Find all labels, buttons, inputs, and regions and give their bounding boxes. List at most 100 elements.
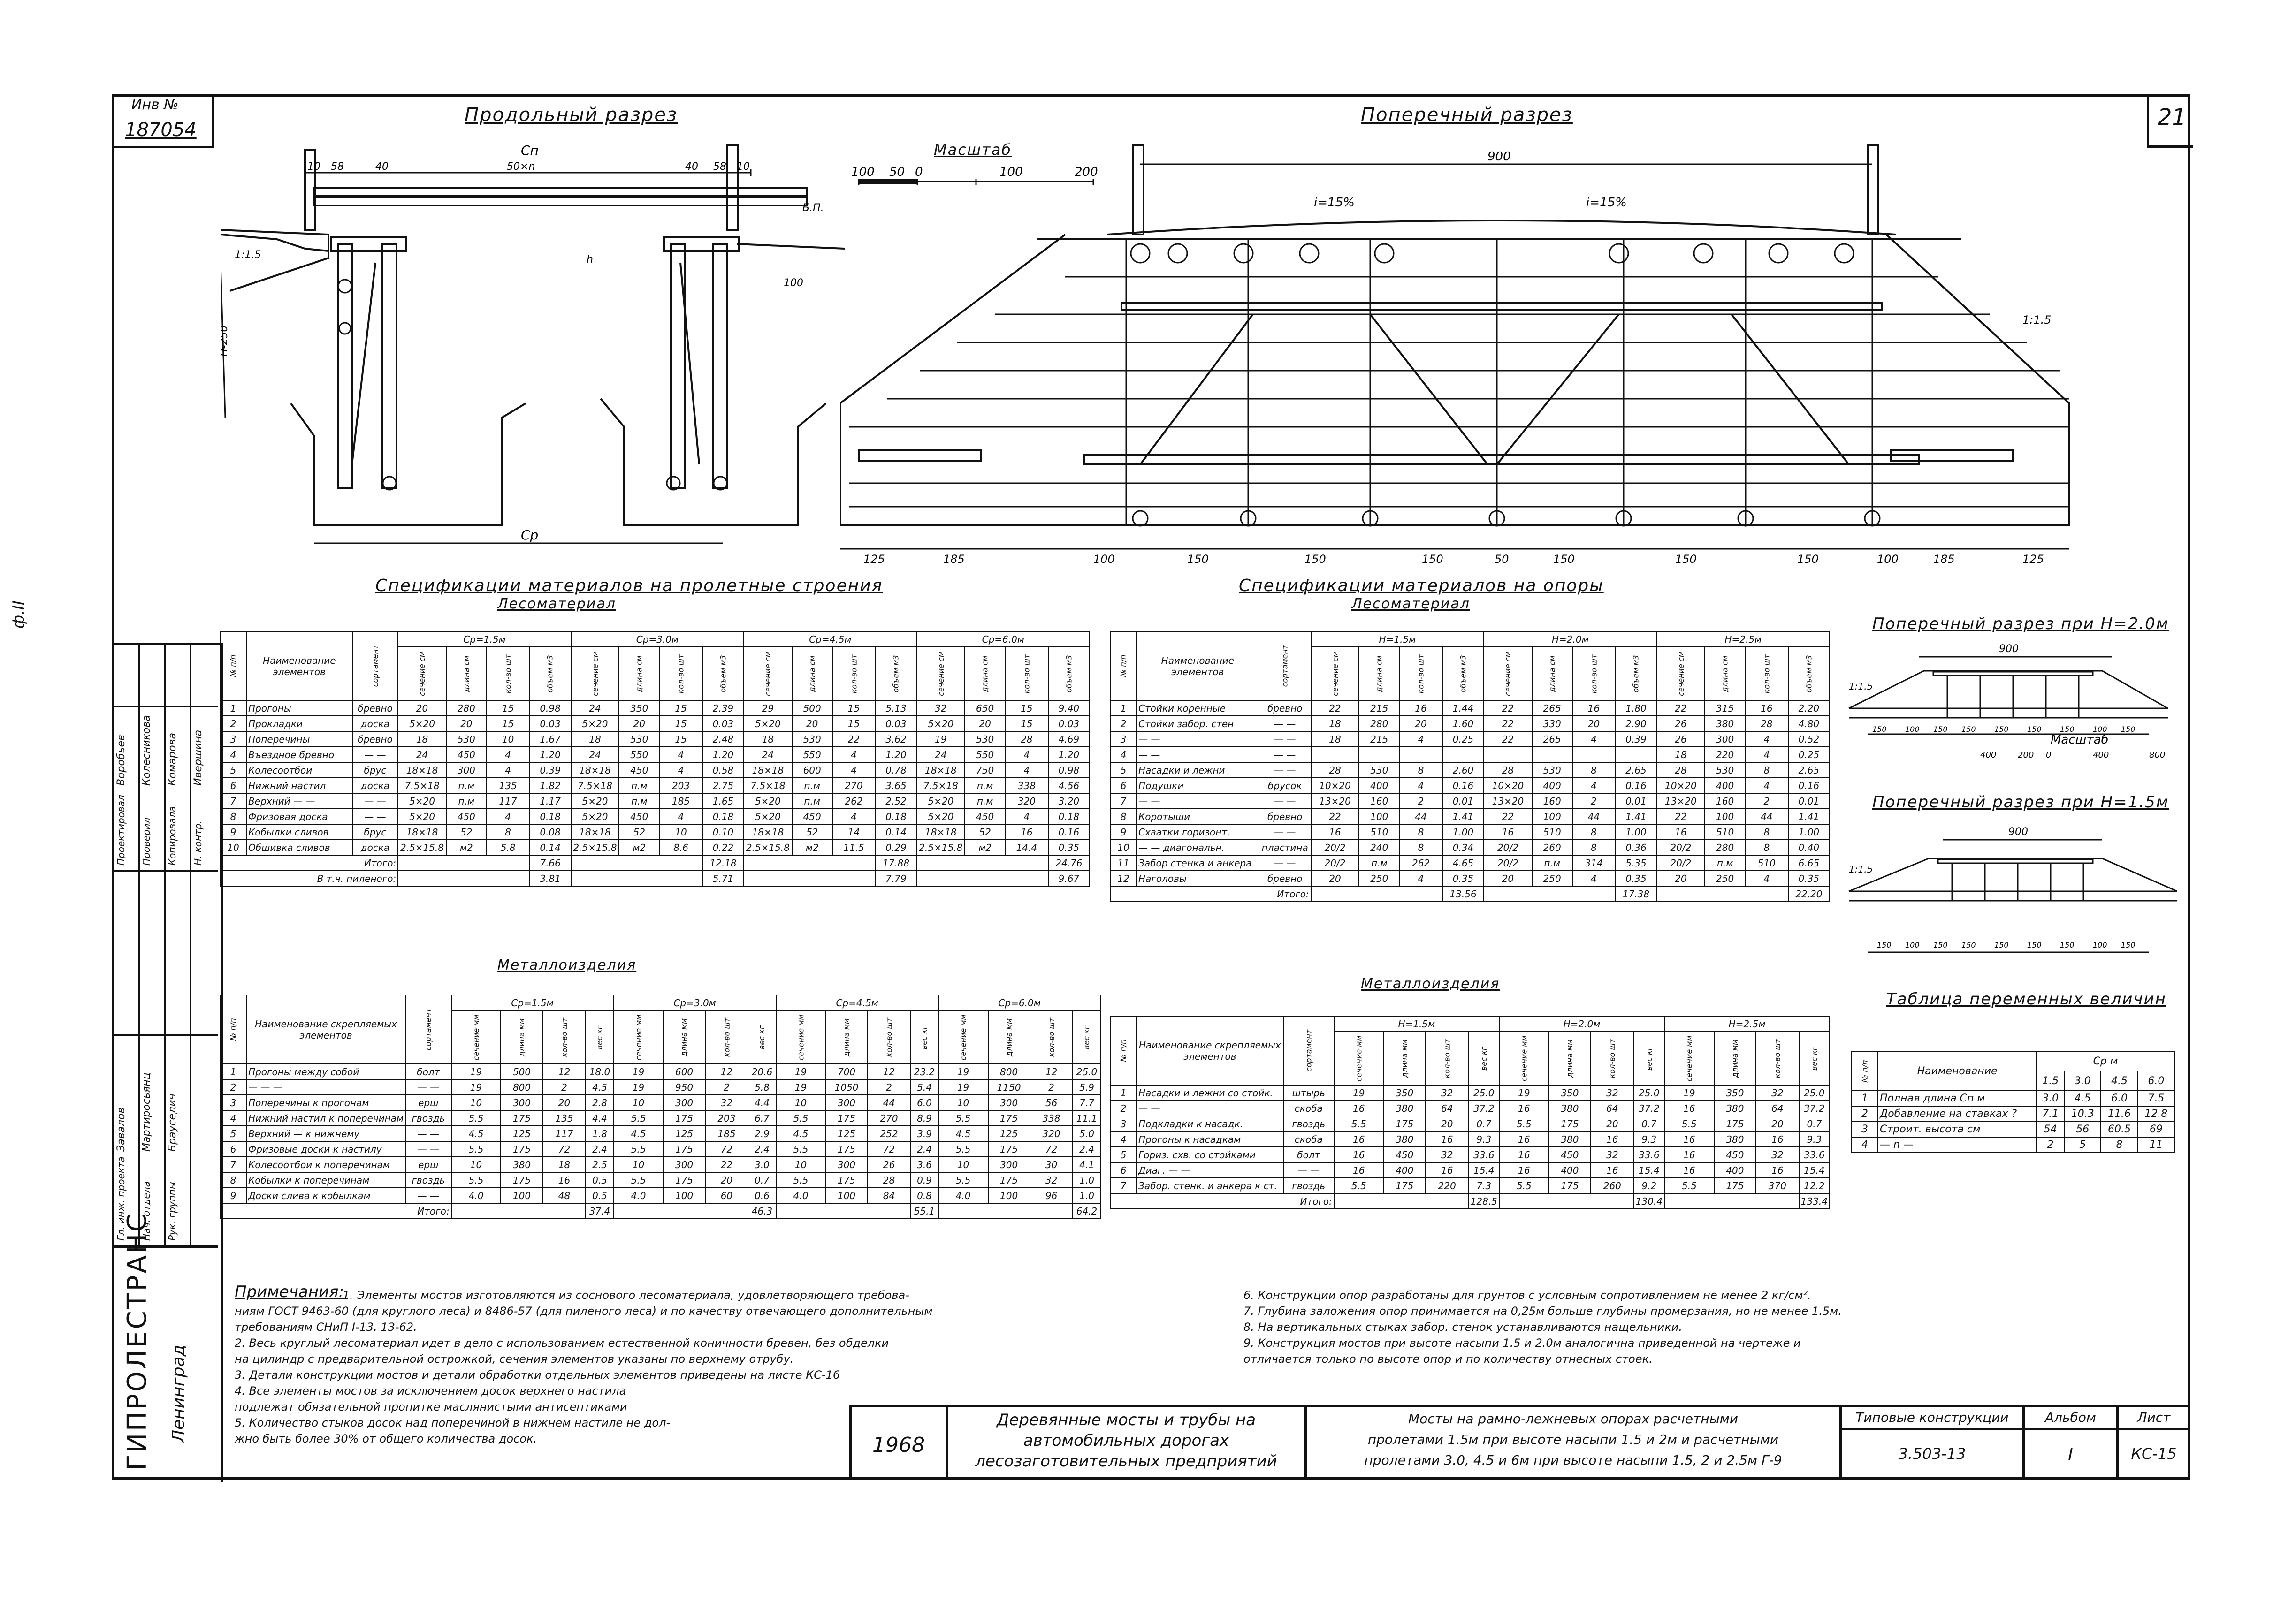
table-cell: 9 bbox=[219, 1187, 247, 1204]
table-cell: 450 bbox=[618, 808, 660, 825]
signature-block: Гл. инж. проекта Нач. отдела Рук. группы… bbox=[113, 643, 223, 1482]
table-cell: 1 bbox=[1109, 1085, 1137, 1101]
totals-pad bbox=[938, 1203, 1074, 1219]
totals-value: 9.67 bbox=[1047, 870, 1091, 887]
name-6: Ивершина bbox=[192, 729, 204, 786]
table-cell: 4.80 bbox=[1787, 715, 1831, 732]
subhead-label: длина мм bbox=[1400, 1039, 1409, 1078]
table-cell: 0.35 bbox=[1787, 870, 1831, 887]
table-cell: 4 bbox=[831, 762, 876, 778]
table-cell: 16 bbox=[1571, 700, 1616, 716]
row-name: Прокладки bbox=[246, 715, 353, 732]
table-cell: 0.03 bbox=[529, 715, 572, 732]
table-cell: 20 bbox=[791, 715, 833, 732]
subhead-label: кол-во шт bbox=[676, 654, 686, 693]
table-cell: 450 bbox=[1713, 1146, 1757, 1163]
stamp-album: I bbox=[2068, 1445, 2073, 1464]
subhead-cell: кол-во шт bbox=[1571, 646, 1616, 701]
table-cell: 550 bbox=[791, 746, 833, 763]
table-cell: 380 bbox=[1548, 1100, 1591, 1116]
table-cell bbox=[1310, 746, 1360, 763]
row-name: Коротыши bbox=[1136, 808, 1259, 825]
table-cell: 175 bbox=[1548, 1116, 1591, 1132]
table-cell: 4 bbox=[1745, 731, 1789, 747]
table-cell: 1 bbox=[1851, 1090, 1879, 1107]
table-cell: 1 bbox=[219, 1063, 247, 1080]
table-cell: 8 bbox=[1399, 762, 1443, 778]
table-cell: 3 bbox=[1109, 731, 1137, 747]
table-cell: 0.7 bbox=[1468, 1116, 1500, 1132]
subhead-cell: длина см bbox=[1358, 646, 1400, 701]
table-cell: 8.9 bbox=[910, 1110, 939, 1126]
table-cell: 22 bbox=[1483, 700, 1533, 716]
table-cell: 5.13 bbox=[875, 700, 917, 716]
table-cell: 15.4 bbox=[1633, 1162, 1665, 1178]
row-name: Наголовы bbox=[1136, 870, 1259, 887]
row-name: — — bbox=[1136, 1100, 1284, 1116]
table-cell bbox=[1571, 746, 1616, 763]
table-cell: 20/2 bbox=[1310, 839, 1360, 856]
table-cell: 2.52 bbox=[875, 793, 917, 809]
row-name: Колесоотбои bbox=[246, 762, 353, 778]
table-cell: 175 bbox=[1713, 1177, 1757, 1194]
table-cell: 1.65 bbox=[702, 793, 745, 809]
row-name: Прогоны между собой bbox=[246, 1063, 406, 1080]
table-cell: гвоздь bbox=[405, 1172, 452, 1188]
subhead-cell: сечение см bbox=[1310, 646, 1360, 701]
table-cell: скоба bbox=[1282, 1100, 1335, 1116]
table-cell: 270 bbox=[867, 1110, 911, 1126]
table-cell: 60 bbox=[704, 1187, 749, 1204]
table-cell: 37.2 bbox=[1633, 1100, 1665, 1116]
table-cell: 8 bbox=[219, 808, 247, 825]
subhead-cell: кол-во шт bbox=[659, 646, 703, 701]
var-col-name: Наименование bbox=[1877, 1051, 2037, 1091]
table-cell: 160 bbox=[1704, 793, 1746, 809]
table-cell: 2.4 bbox=[748, 1141, 777, 1157]
totals-label: В т.ч. пиленого: bbox=[219, 870, 399, 887]
table-cell: 1.41 bbox=[1787, 808, 1831, 825]
subhead-cell: сечение см bbox=[743, 646, 793, 701]
cross-h20-drawing: 900 1:1.5 150 100 150 150 150 150 150 10… bbox=[1848, 643, 2168, 760]
table-cell bbox=[1442, 746, 1485, 763]
totals-value: 46.3 bbox=[748, 1203, 777, 1219]
table-cell: 5.5 bbox=[775, 1110, 826, 1126]
totals-value: 55.1 bbox=[910, 1203, 939, 1219]
subhead-cell: кол-во шт bbox=[1755, 1031, 1800, 1086]
long-h-label: h bbox=[587, 254, 593, 266]
table-cell: 450 bbox=[791, 808, 833, 825]
table-cell: 20 bbox=[1656, 870, 1706, 887]
table-cell: 22 bbox=[831, 731, 876, 747]
table-cell: 4.5 bbox=[613, 1125, 664, 1142]
sig-col-line-2 bbox=[164, 645, 166, 1245]
name-4: Колесникова bbox=[141, 715, 153, 786]
cross-slope-left: i=15% bbox=[1314, 196, 1355, 210]
table-cell: 5.5 bbox=[775, 1172, 826, 1188]
table-cell: 450 bbox=[964, 808, 1006, 825]
support-wood-table: № п/п Наименование элементов сортамент H… bbox=[1109, 631, 1831, 902]
table-cell: 28 bbox=[1745, 715, 1789, 732]
table-cell: 12 bbox=[867, 1063, 911, 1080]
subhead-label: сечение см bbox=[1503, 651, 1512, 696]
table-cell: 72 bbox=[1029, 1141, 1074, 1157]
table-cell: п.м bbox=[964, 777, 1006, 794]
span-wood-subtitle: Лесоматериал bbox=[497, 596, 616, 612]
scale-tick-4: 200 bbox=[1075, 165, 1098, 179]
inventory-number: 187054 bbox=[125, 119, 197, 141]
long-bottom-label: Cр bbox=[521, 527, 538, 543]
table-cell: 16 bbox=[1425, 1162, 1469, 1178]
cross-dim-3: 150 bbox=[1187, 553, 1209, 566]
table-cell: 20 bbox=[542, 1094, 587, 1111]
table-cell: 262 bbox=[1399, 855, 1443, 871]
table-cell: 2.65 bbox=[1787, 762, 1831, 778]
table-cell: 32 bbox=[1755, 1085, 1800, 1101]
table-cell: 320 bbox=[1029, 1125, 1074, 1142]
table-cell: 20 bbox=[445, 715, 487, 732]
table-cell: 1.20 bbox=[702, 746, 745, 763]
table-cell: 0.03 bbox=[702, 715, 745, 732]
group-4: Cр=6.0м bbox=[938, 995, 1101, 1011]
table-cell: 18×18 bbox=[916, 824, 966, 840]
